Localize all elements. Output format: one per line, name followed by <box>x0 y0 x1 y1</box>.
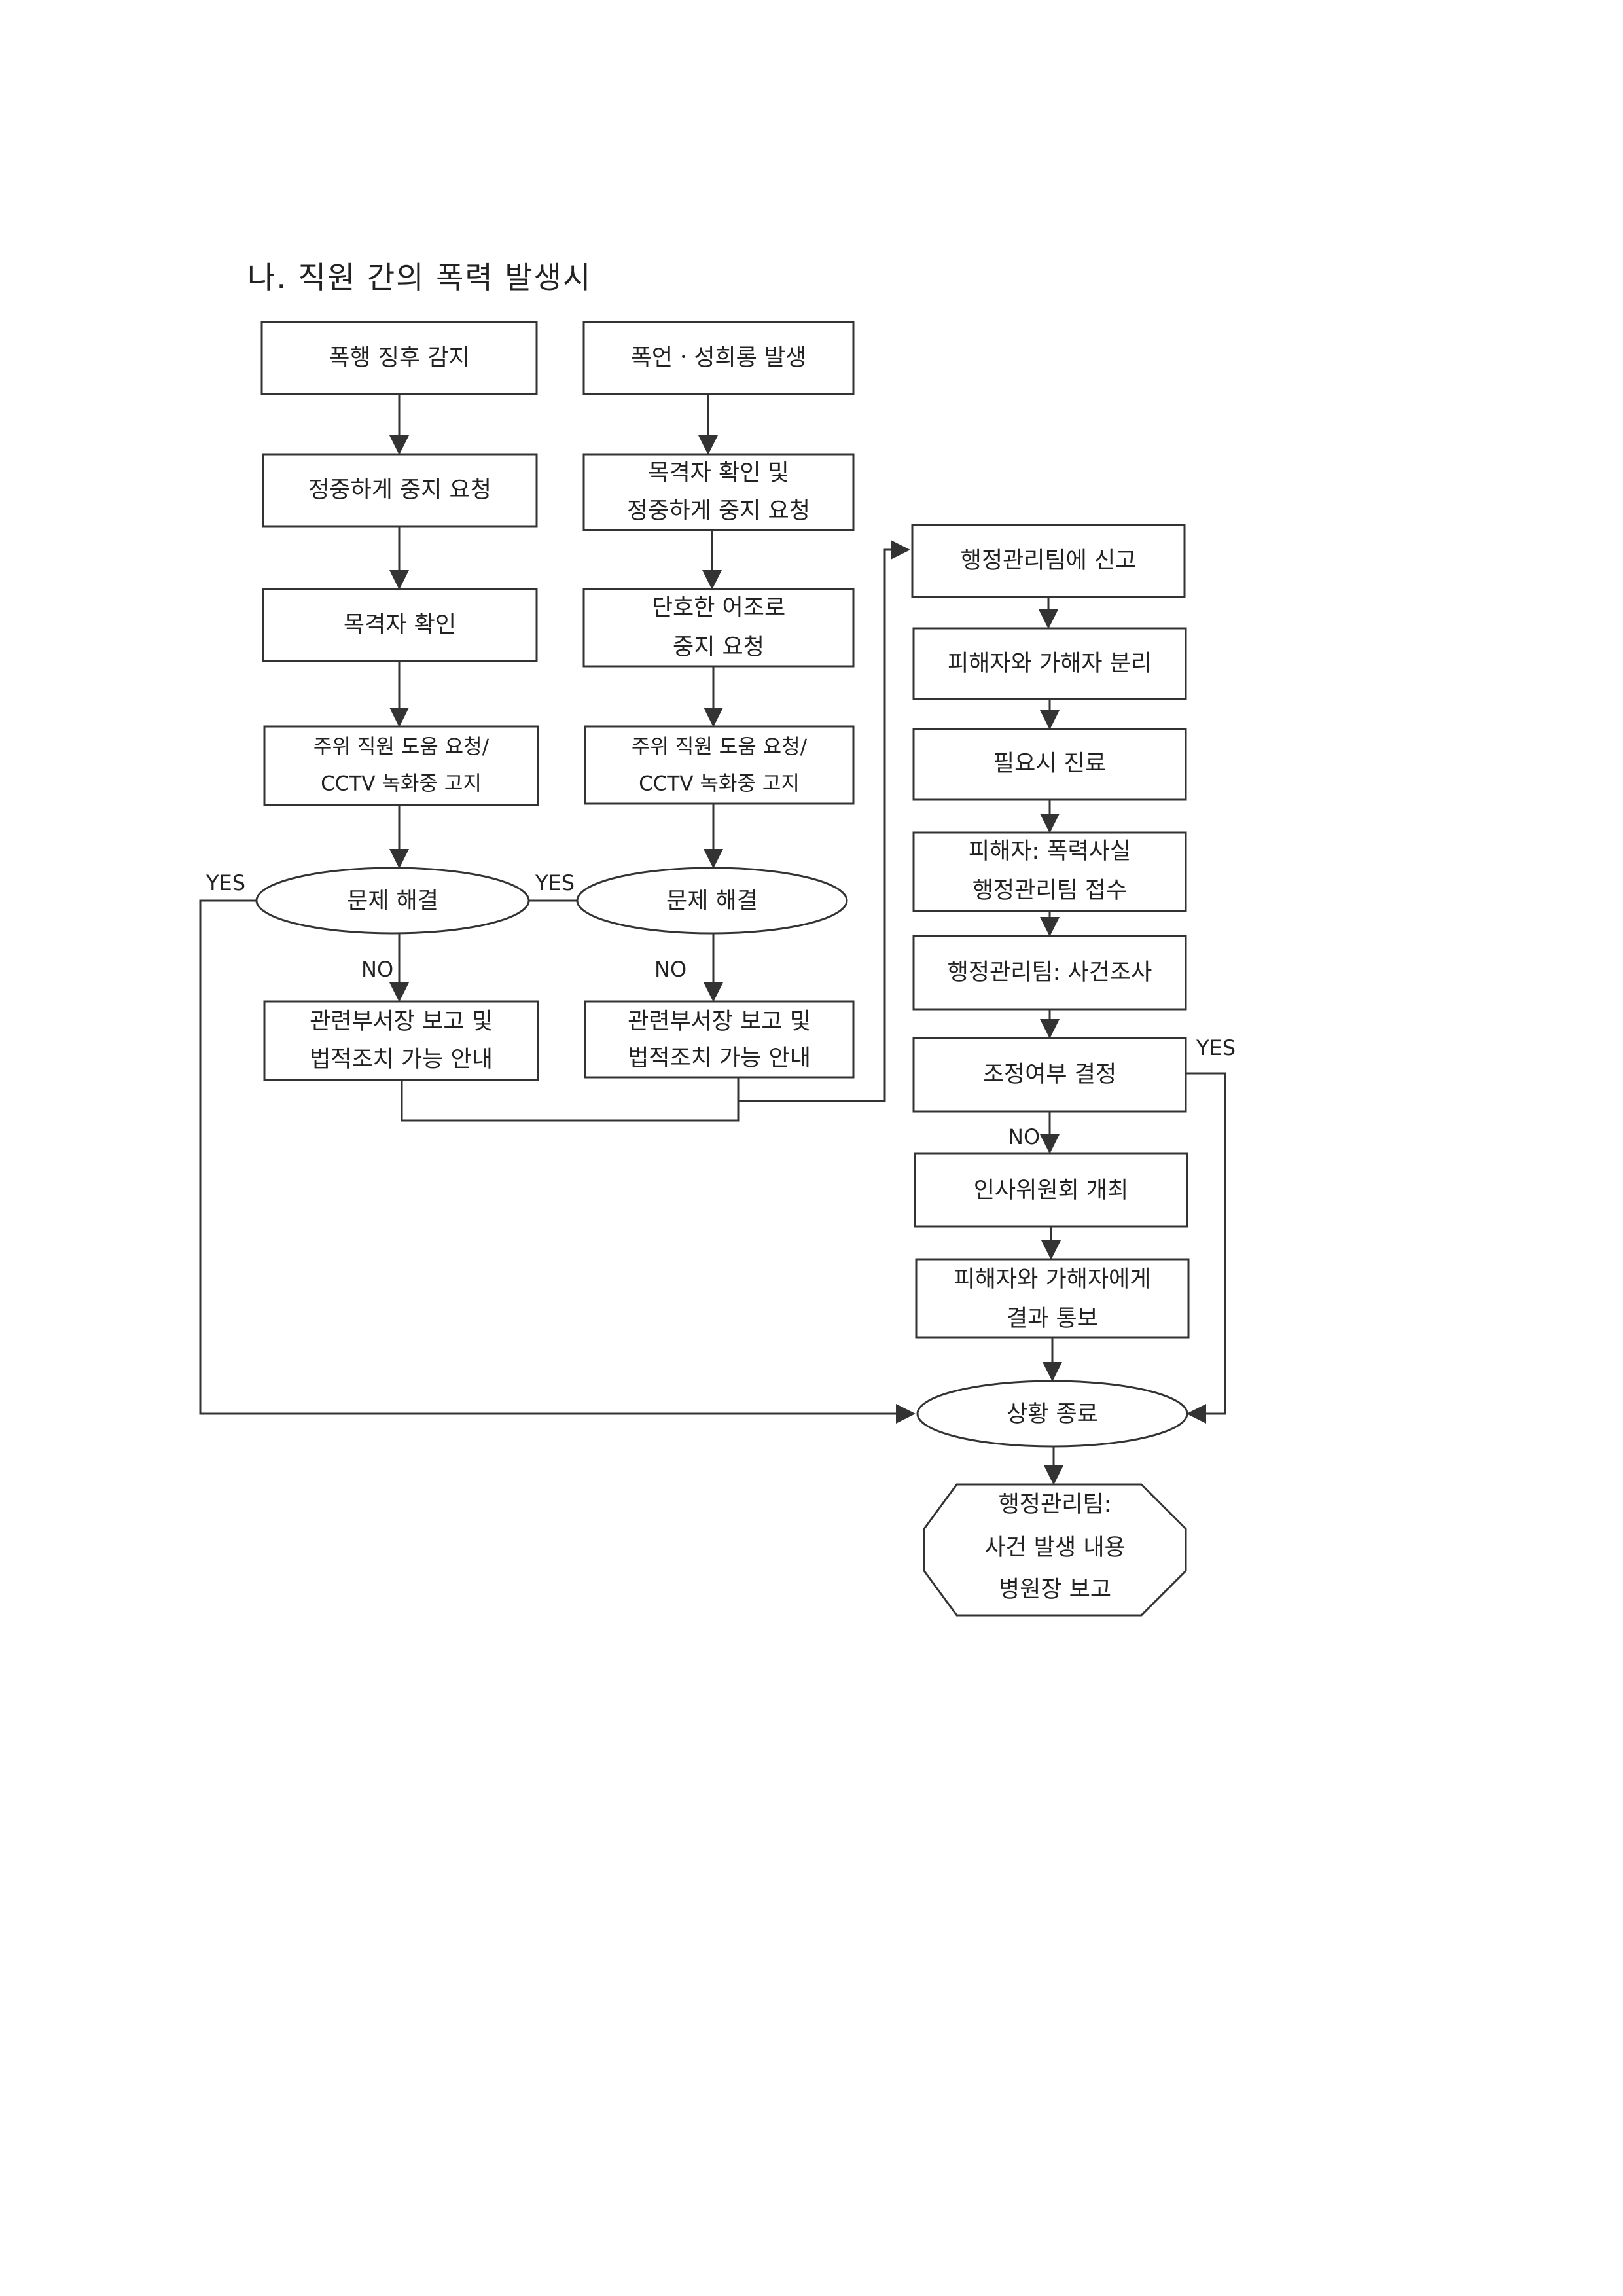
svg-text:관련부서장 보고 및: 관련부서장 보고 및 <box>628 1009 811 1035</box>
right-node-notify-result: 피해자와 가해자에게 결과 통보 <box>915 1258 1190 1339</box>
svg-text:행정관리팀 접수: 행정관리팀 접수 <box>972 878 1128 904</box>
svg-text:상황 종료: 상황 종료 <box>1007 1401 1098 1427</box>
svg-text:필요시 진료: 필요시 진료 <box>993 751 1106 777</box>
svg-text:인사위원회 개최: 인사위원회 개최 <box>974 1177 1129 1204</box>
right-node-hr-committee: 인사위원회 개최 <box>914 1152 1188 1228</box>
middle-no-label: NO <box>654 957 687 982</box>
left-node-witness-check: 목격자 확인 <box>262 588 538 662</box>
right-node-report-admin-team: 행정관리팀에 신고 <box>911 524 1186 598</box>
middle-node-help-request-cctv: 주위 직원 도움 요청/ CCTV 녹화중 고지 <box>584 725 855 805</box>
svg-text:정중하게 중지 요청: 정중하게 중지 요청 <box>308 477 491 503</box>
svg-text:행정관리팀: 사건조사: 행정관리팀: 사건조사 <box>948 960 1152 986</box>
middle-decision-problem-solved: 문제 해결 <box>576 867 848 935</box>
middle-node-verbal-sexual-harassment: 폭언ㆍ성희롱 발생 <box>582 321 855 395</box>
merge-to-report-arrow <box>738 540 910 1102</box>
left-node-report-legal-notice: 관련부서장 보고 및 법적조치 가능 안내 <box>263 1000 539 1081</box>
middle-node-witness-and-stop-request: 목격자 확인 및 정중하게 중지 요청 <box>582 453 855 531</box>
right-no-label: NO <box>1008 1124 1040 1149</box>
svg-text:CCTV 녹화중 고지: CCTV 녹화중 고지 <box>321 772 482 796</box>
svg-text:사건 발생 내용: 사건 발생 내용 <box>984 1535 1125 1561</box>
end-situation-closed: 상황 종료 <box>916 1380 1188 1448</box>
left-node-help-request-cctv: 주위 직원 도움 요청/ CCTV 녹화중 고지 <box>263 725 539 806</box>
svg-text:단호한 어조로: 단호한 어조로 <box>652 595 785 621</box>
middle-yes-label: YES <box>535 870 575 895</box>
left-yes-arrow <box>199 899 916 1424</box>
svg-text:주위 직원 도움 요청/: 주위 직원 도움 요청/ <box>632 736 808 759</box>
middle-node-report-legal-notice: 관련부서장 보고 및 법적조치 가능 안내 <box>584 1000 855 1079</box>
right-yes-label: YES <box>1196 1035 1236 1060</box>
svg-text:행정관리팀에 신고: 행정관리팀에 신고 <box>961 548 1137 574</box>
section-title: 나. 직원 간의 폭력 발생시 <box>247 260 592 295</box>
middle-node-firm-stop-request: 단호한 어조로 중지 요청 <box>582 588 855 668</box>
right-node-mediation-decision: 조정여부 결정 <box>912 1037 1187 1113</box>
svg-text:목격자 확인 및: 목격자 확인 및 <box>648 460 789 486</box>
svg-text:행정관리팀:: 행정관리팀: <box>999 1492 1112 1518</box>
left-middle-merge-connector <box>401 1077 740 1122</box>
right-node-medical-care: 필요시 진료 <box>912 728 1187 801</box>
svg-text:문제 해결: 문제 해결 <box>347 888 438 914</box>
svg-text:피해자와 가해자 분리: 피해자와 가해자 분리 <box>948 651 1152 677</box>
svg-text:법적조치 가능 안내: 법적조치 가능 안내 <box>628 1045 811 1071</box>
left-node-polite-stop-request: 정중하게 중지 요청 <box>262 453 538 528</box>
svg-text:피해자: 폭력사실: 피해자: 폭력사실 <box>969 838 1131 865</box>
svg-text:중지 요청: 중지 요청 <box>673 634 764 660</box>
left-node-violence-signs: 폭행 징후 감지 <box>260 321 538 395</box>
svg-text:목격자 확인: 목격자 확인 <box>344 612 456 638</box>
svg-text:정중하게 중지 요청: 정중하게 중지 요청 <box>627 498 810 524</box>
svg-text:병원장 보고: 병원장 보고 <box>999 1577 1111 1603</box>
svg-text:관련부서장 보고 및: 관련부서장 보고 및 <box>310 1009 493 1035</box>
left-decision-problem-solved: 문제 해결 <box>255 867 530 935</box>
right-yes-arrow <box>1186 1072 1226 1424</box>
svg-text:폭언ㆍ성희롱 발생: 폭언ㆍ성희롱 발생 <box>631 345 807 371</box>
left-no-label: NO <box>361 957 393 982</box>
svg-text:폭행 징후 감지: 폭행 징후 감지 <box>329 345 469 371</box>
svg-text:CCTV 녹화중 고지: CCTV 녹화중 고지 <box>639 772 800 796</box>
svg-text:법적조치 가능 안내: 법적조치 가능 안내 <box>310 1047 493 1073</box>
svg-text:피해자와 가해자에게: 피해자와 가해자에게 <box>954 1266 1151 1293</box>
right-node-victim-report-received: 피해자: 폭력사실 행정관리팀 접수 <box>912 831 1187 912</box>
svg-text:조정여부 결정: 조정여부 결정 <box>983 1062 1116 1088</box>
svg-text:주위 직원 도움 요청/: 주위 직원 도움 요청/ <box>313 736 490 759</box>
final-octagon-report-director: 행정관리팀: 사건 발생 내용 병원장 보고 <box>923 1483 1187 1617</box>
left-yes-label: YES <box>205 870 245 895</box>
right-node-investigation: 행정관리팀: 사건조사 <box>912 935 1187 1011</box>
svg-text:결과 통보: 결과 통보 <box>1007 1306 1098 1332</box>
svg-text:문제 해결: 문제 해결 <box>666 888 758 914</box>
right-node-separate-parties: 피해자와 가해자 분리 <box>912 627 1187 700</box>
